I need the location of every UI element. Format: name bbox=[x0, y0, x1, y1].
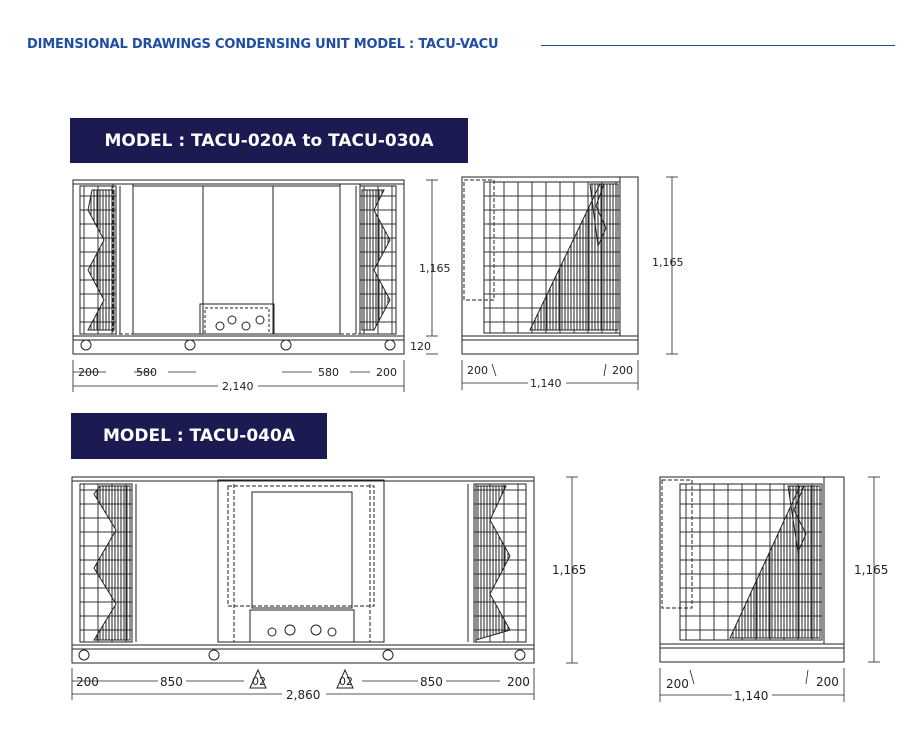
triangle-tag-right bbox=[336, 668, 354, 689]
dim-side-left-offset-020-030: 200 bbox=[467, 364, 488, 377]
dim-right-span-040: 850 bbox=[420, 675, 443, 689]
dim-total-width-020-030: 2,140 bbox=[222, 380, 254, 393]
dim-total-width-040: 2,860 bbox=[286, 688, 320, 702]
model-banner-020-030: MODEL : TACU-020A to TACU-030A bbox=[70, 118, 468, 163]
dim-left-offset-040: 200 bbox=[76, 675, 99, 689]
dim-height-020-030: 1,165 bbox=[419, 262, 451, 275]
side-view-040 bbox=[659, 476, 845, 663]
dim-left-offset: 200 bbox=[78, 366, 99, 379]
side-dimensions-020-030 bbox=[461, 176, 678, 390]
front-dimensions-040 bbox=[71, 476, 578, 700]
dim-left-span: 580 bbox=[136, 366, 157, 379]
dim-right-span: 580 bbox=[318, 366, 339, 379]
side-dimensions-040 bbox=[659, 476, 880, 702]
title-rule bbox=[541, 45, 895, 46]
dim-side-width-040: 1,140 bbox=[734, 689, 768, 703]
dim-side-height-040: 1,165 bbox=[854, 563, 888, 577]
side-view-020-030 bbox=[461, 176, 639, 355]
dim-side-right-offset-040: 200 bbox=[816, 675, 839, 689]
tag-left-number: 02 bbox=[252, 675, 266, 688]
dim-right-offset: 200 bbox=[376, 366, 397, 379]
dim-base-height: 120 bbox=[410, 340, 431, 353]
dim-side-height-020-030: 1,165 bbox=[652, 256, 684, 269]
front-view-040 bbox=[71, 476, 535, 664]
front-dimensions-020-030 bbox=[72, 179, 438, 392]
model-banner-040: MODEL : TACU-040A bbox=[71, 413, 327, 459]
tag-right-number: 02 bbox=[339, 675, 353, 688]
dim-side-right-offset-020-030: 200 bbox=[612, 364, 633, 377]
dim-height-040: 1,165 bbox=[552, 563, 586, 577]
dim-left-span-040: 850 bbox=[160, 675, 183, 689]
front-view-020-030 bbox=[72, 179, 405, 355]
dim-right-offset-040: 200 bbox=[507, 675, 530, 689]
dim-side-width-020-030: 1,140 bbox=[530, 377, 562, 390]
dim-side-left-offset-040: 200 bbox=[666, 677, 689, 691]
triangle-tag-left bbox=[249, 668, 267, 689]
page-title: DIMENSIONAL DRAWINGS CONDENSING UNIT MOD… bbox=[27, 37, 499, 52]
